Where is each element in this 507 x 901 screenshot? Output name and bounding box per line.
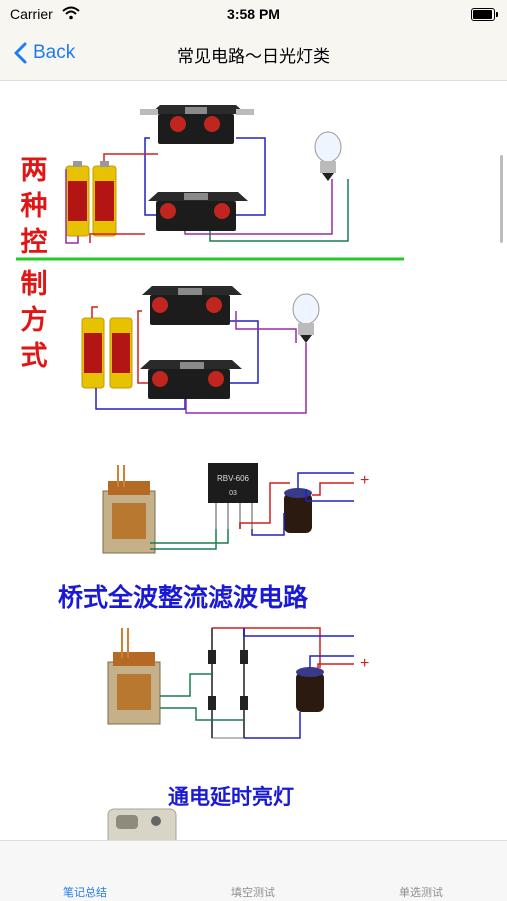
navigation-bar: Back 常见电路～日光灯类 xyxy=(0,28,507,81)
chip-label: RBV-606 xyxy=(217,474,250,483)
carrier-label: Carrier xyxy=(10,6,53,22)
diode-bridge-diagram: + xyxy=(107,627,369,739)
plus-sign: + xyxy=(360,655,369,672)
vertical-label-char: 方 xyxy=(20,305,48,336)
battery-pair-lower xyxy=(81,317,133,389)
switch-lower-a xyxy=(142,286,242,325)
timer-relay-image xyxy=(107,808,177,840)
bridge-rectifier-caption: 桥式全波整流滤波电路 xyxy=(58,583,309,612)
tab-bar: 笔记总结 填空测试 单选测试 xyxy=(0,840,507,901)
capacitor-a xyxy=(284,488,312,533)
vertical-label-char: 两 xyxy=(20,155,48,186)
bulb-lower xyxy=(292,293,320,343)
tab-fill-in-test[interactable]: 填空测试 xyxy=(231,886,275,899)
transformer-a xyxy=(102,465,156,554)
notes-content[interactable]: 两 种 控 制 方 式 xyxy=(0,81,507,840)
capacitor-b xyxy=(296,667,324,712)
tab-notes-summary[interactable]: 笔记总结 xyxy=(63,886,107,899)
switch-upper-b xyxy=(148,192,248,231)
vertical-label-char: 式 xyxy=(20,341,48,372)
delay-light-caption: 通电延时亮灯 xyxy=(168,784,294,809)
vertical-label-char: 控 xyxy=(20,227,48,258)
page-title: 常见电路～日光灯类 xyxy=(177,47,330,67)
battery-pair-upper xyxy=(65,161,117,237)
plus-sign: + xyxy=(360,472,369,489)
two-control-circuit-diagram xyxy=(16,105,404,414)
scrollbar[interactable] xyxy=(500,155,503,243)
wifi-icon xyxy=(62,6,80,20)
status-bar: Carrier 3:58 PM xyxy=(0,0,507,28)
back-button[interactable]: Back xyxy=(14,38,75,68)
vertical-label-char: 制 xyxy=(20,269,48,300)
clock: 3:58 PM xyxy=(227,6,280,22)
back-label: Back xyxy=(33,42,76,63)
bridge-rectifier-diagram: RBV-606 03 + xyxy=(102,463,369,554)
rectifier-chip: RBV-606 03 xyxy=(208,463,258,529)
switch-lower-b xyxy=(140,360,242,399)
transformer-b xyxy=(107,628,161,725)
switch-upper-a xyxy=(140,105,254,144)
battery-icon xyxy=(471,8,498,21)
chip-sublabel: 03 xyxy=(229,490,237,497)
vertical-label-char: 种 xyxy=(20,191,48,222)
bulb-upper xyxy=(314,131,342,181)
tab-single-choice-test[interactable]: 单选测试 xyxy=(399,886,443,899)
chevron-left-icon xyxy=(14,42,27,64)
